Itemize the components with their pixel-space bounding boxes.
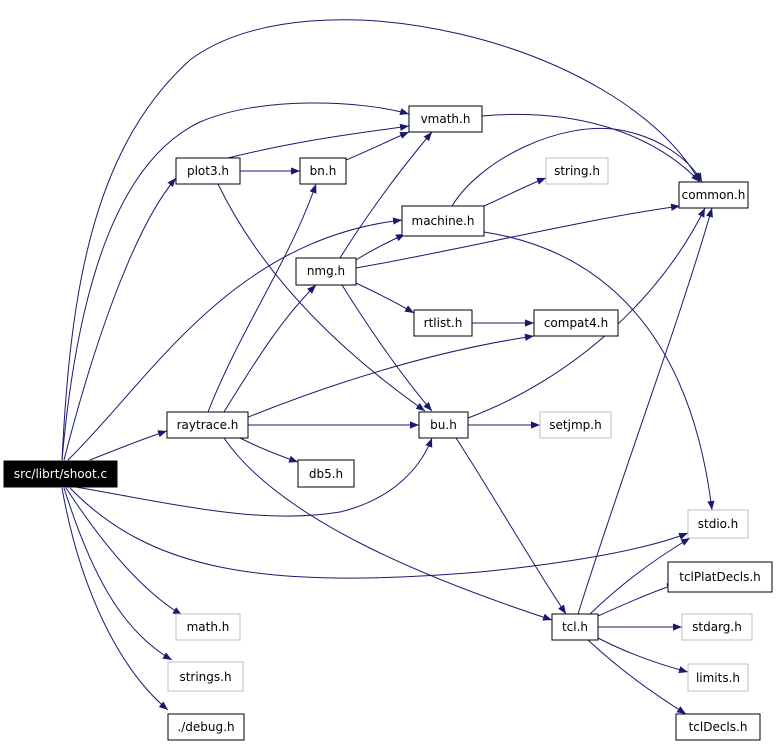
edge-machine-stdio bbox=[483, 231, 715, 511]
edge-shoot-bu bbox=[69, 437, 433, 517]
edge-bn-vmath bbox=[345, 131, 410, 161]
edge-raytrace-bn bbox=[207, 183, 317, 413]
node-label-string: string.h bbox=[554, 164, 600, 178]
edge-nmg-rtlist bbox=[355, 282, 415, 314]
node-label-stdio: stdio.h bbox=[698, 517, 738, 531]
node-limits[interactable]: limits.h bbox=[687, 663, 749, 692]
node-db5[interactable]: db5.h bbox=[297, 459, 355, 488]
node-label-tcl: tcl.h bbox=[562, 620, 588, 634]
node-common[interactable]: common.h bbox=[678, 181, 749, 209]
edge-plot3-bu bbox=[217, 183, 426, 412]
edge-shoot-strings bbox=[63, 487, 173, 661]
edge-plot3-vmath bbox=[227, 123, 410, 159]
edge-nmg-machine bbox=[355, 233, 406, 261]
edge-raytrace-compat4 bbox=[245, 333, 535, 419]
node-label-strings: strings.h bbox=[179, 670, 231, 684]
node-debug[interactable]: ./debug.h bbox=[167, 713, 245, 741]
edge-shoot-vmath bbox=[61, 102, 410, 461]
edge-nmg-vmath bbox=[339, 131, 433, 259]
node-label-nmg: nmg.h bbox=[307, 264, 345, 278]
edge-shoot-stdio bbox=[69, 487, 689, 579]
node-vmath[interactable]: vmath.h bbox=[408, 105, 483, 133]
edge-tcl-limits bbox=[597, 637, 689, 674]
edge-machine-string bbox=[483, 177, 547, 207]
node-stdio[interactable]: stdio.h bbox=[687, 509, 749, 539]
edges bbox=[61, 19, 715, 715]
node-tcl[interactable]: tcl.h bbox=[551, 613, 599, 641]
node-tclPlatDecls[interactable]: tclPlatDecls.h bbox=[667, 561, 773, 593]
node-setjmp[interactable]: setjmp.h bbox=[539, 411, 612, 439]
node-bu[interactable]: bu.h bbox=[418, 411, 469, 439]
node-label-math: math.h bbox=[187, 620, 230, 634]
node-compat4[interactable]: compat4.h bbox=[533, 309, 619, 337]
nodes: src/librt/shoot.c vmath.h plot3.h bn.h s… bbox=[3, 105, 773, 741]
node-strings[interactable]: strings.h bbox=[167, 661, 244, 692]
node-label-stdarg: stdarg.h bbox=[692, 620, 742, 634]
edge-shoot-machine bbox=[67, 217, 403, 461]
edge-shoot-raytrace bbox=[89, 430, 168, 461]
edge-tcl-common bbox=[577, 207, 713, 615]
node-label-setjmp: setjmp.h bbox=[549, 418, 601, 432]
node-label-debug: ./debug.h bbox=[177, 720, 234, 734]
node-label-db5: db5.h bbox=[309, 467, 343, 481]
node-string[interactable]: string.h bbox=[545, 157, 609, 185]
node-stdarg[interactable]: stdarg.h bbox=[681, 613, 753, 641]
node-label-bu: bu.h bbox=[430, 418, 457, 432]
edge-vmath-common bbox=[481, 113, 701, 183]
edge-tcl-tclPlatDecls bbox=[597, 583, 677, 617]
node-nmg[interactable]: nmg.h bbox=[295, 257, 357, 286]
edge-raytrace-nmg bbox=[223, 284, 317, 413]
node-rtlist[interactable]: rtlist.h bbox=[413, 309, 473, 337]
node-label-root: src/librt/shoot.c bbox=[14, 467, 107, 481]
node-label-vmath: vmath.h bbox=[421, 112, 471, 126]
node-label-limits: limits.h bbox=[696, 671, 740, 685]
node-bn[interactable]: bn.h bbox=[299, 157, 347, 185]
node-tclDecls[interactable]: tclDecls.h bbox=[675, 713, 761, 741]
edge-nmg-bu bbox=[341, 284, 433, 412]
edge-shoot-debug bbox=[61, 487, 169, 711]
edge-tcl-tclDecls bbox=[587, 639, 687, 715]
node-machine[interactable]: machine.h bbox=[401, 205, 485, 237]
node-label-rtlist: rtlist.h bbox=[424, 316, 463, 330]
node-label-plot3: plot3.h bbox=[187, 164, 229, 178]
node-math[interactable]: math.h bbox=[175, 613, 241, 641]
edge-tcl-stdio bbox=[589, 537, 691, 615]
node-label-bn: bn.h bbox=[310, 164, 337, 178]
node-label-common: common.h bbox=[682, 188, 746, 202]
edge-raytrace-tcl bbox=[223, 437, 553, 621]
node-label-raytrace: raytrace.h bbox=[177, 418, 239, 432]
node-raytrace[interactable]: raytrace.h bbox=[166, 411, 249, 439]
node-label-tclPlatDecls: tclPlatDecls.h bbox=[679, 570, 761, 584]
edge-machine-common bbox=[451, 128, 703, 207]
edge-shoot-math bbox=[65, 487, 183, 616]
node-label-machine: machine.h bbox=[412, 214, 475, 228]
edge-shoot-common bbox=[61, 19, 701, 461]
edge-bu-tcl bbox=[455, 437, 567, 615]
edge-raytrace-db5 bbox=[239, 437, 299, 463]
node-label-compat4: compat4.h bbox=[544, 316, 608, 330]
edge-nmg-common bbox=[355, 203, 681, 269]
node-label-tclDecls: tclDecls.h bbox=[689, 720, 748, 734]
node-plot3[interactable]: plot3.h bbox=[175, 157, 241, 185]
edge-shoot-plot3 bbox=[63, 177, 177, 461]
node-root[interactable]: src/librt/shoot.c bbox=[3, 460, 118, 488]
